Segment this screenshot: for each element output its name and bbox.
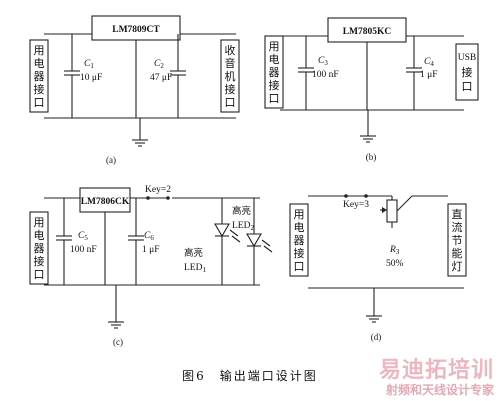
svg-text:口: 口 xyxy=(34,97,45,109)
svg-text:口: 口 xyxy=(269,93,280,105)
c2-value: 47 μF xyxy=(150,73,172,83)
figure-caption: 图6 输出端口设计图 xyxy=(182,369,318,383)
load-c-left-text: 用 电 器 接 口 xyxy=(34,217,45,281)
c2-label: C2 xyxy=(154,59,164,70)
svg-text:接: 接 xyxy=(34,255,45,268)
load-d-left-text: 用 电 器 接 口 xyxy=(294,209,305,273)
load-box-a-right xyxy=(220,39,240,113)
load-box-d-right xyxy=(447,203,467,277)
svg-text:接: 接 xyxy=(225,83,236,96)
svg-text:接: 接 xyxy=(462,66,473,79)
svg-text:机: 机 xyxy=(225,69,236,83)
c5-value: 100 nF xyxy=(70,245,97,255)
panel-d: Key=3 R3 50% 用 电 器 接 口 直 流 节 能 灯 (d) xyxy=(289,194,467,342)
key-2-label: Key=2 xyxy=(145,185,171,195)
panel-d-label: (d) xyxy=(371,332,382,342)
c4-value: 1 μF xyxy=(420,70,438,80)
svg-text:口: 口 xyxy=(462,81,473,93)
c4-label: C4 xyxy=(424,57,434,68)
usb-port-text: USB 接 口 xyxy=(458,53,476,93)
svg-text:用: 用 xyxy=(294,209,305,221)
svg-text:口: 口 xyxy=(225,97,236,109)
load-a-left-text: 用 电 器 接 口 xyxy=(34,45,45,109)
watermark-brand: 易迪拓培训 xyxy=(378,358,494,383)
led1-line1: 高亮 xyxy=(184,247,203,259)
svg-text:流: 流 xyxy=(452,220,463,234)
svg-text:USB: USB xyxy=(458,53,476,63)
c1-label: C1 xyxy=(84,59,94,70)
load-box-a-left xyxy=(29,39,49,113)
key-3-label: Key=3 xyxy=(343,200,369,210)
svg-text:器: 器 xyxy=(269,66,280,79)
svg-text:电: 电 xyxy=(34,57,45,70)
regulator-c-label: LM7806CK xyxy=(81,197,130,207)
panel-a: LM7809CT C1 10 μF C2 47 μF 用 电 器 接 口 收 音… xyxy=(29,15,240,165)
c3-label: C3 xyxy=(318,56,328,67)
svg-text:电: 电 xyxy=(34,229,45,242)
svg-text:接: 接 xyxy=(294,247,305,260)
load-d-right-text: 直 流 节 能 灯 xyxy=(452,207,463,273)
led2-label: LED2 xyxy=(232,221,254,232)
svg-text:节: 节 xyxy=(452,234,463,247)
c6-label: C6 xyxy=(144,231,154,242)
led2-symbol xyxy=(246,233,262,248)
svg-text:用: 用 xyxy=(34,217,45,229)
load-box-b-left xyxy=(264,35,284,109)
svg-text:口: 口 xyxy=(34,269,45,281)
load-a-right-text: 收 音 机 接 口 xyxy=(225,43,236,109)
svg-text:器: 器 xyxy=(34,242,45,255)
svg-text:用: 用 xyxy=(34,45,45,57)
load-box-d-left xyxy=(289,203,309,277)
load-box-c-left xyxy=(29,211,49,285)
panel-b: LM7805KC C3 100 nF C4 1 μF 用 电 器 接 口 USB… xyxy=(264,17,479,162)
load-b-left-text: 用 电 器 接 口 xyxy=(269,41,280,105)
r3-value: 50% xyxy=(386,259,404,269)
panel-b-label: (b) xyxy=(366,152,377,162)
led1-symbol xyxy=(214,223,230,238)
potentiometer-r3 xyxy=(386,199,398,223)
svg-text:用: 用 xyxy=(269,41,280,53)
svg-text:能: 能 xyxy=(452,246,463,260)
led2-line1: 高亮 xyxy=(232,205,251,217)
svg-text:灯: 灯 xyxy=(452,260,463,273)
svg-text:接: 接 xyxy=(34,83,45,96)
panel-c-label: (c) xyxy=(113,337,123,347)
regulator-a-label: LM7809CT xyxy=(112,25,160,35)
svg-text:器: 器 xyxy=(34,70,45,83)
regulator-b-label: LM7805KC xyxy=(343,27,392,37)
led1-label: LED1 xyxy=(184,263,206,274)
svg-text:电: 电 xyxy=(269,53,280,66)
panel-c: LM7806CK Key=2 C5 100 nF C6 1 μF 高亮 LED1 xyxy=(29,185,273,347)
svg-text:收: 收 xyxy=(225,43,236,57)
c5-label: C5 xyxy=(78,231,88,242)
watermark-tagline: 射频和天线设计专家 xyxy=(385,383,494,397)
c6-value: 1 μF xyxy=(142,245,160,255)
svg-text:电: 电 xyxy=(294,221,305,234)
usb-port-box xyxy=(455,43,479,101)
watermark: 易迪拓培训 射频和天线设计专家 xyxy=(378,358,494,398)
svg-text:器: 器 xyxy=(294,234,305,247)
svg-text:接: 接 xyxy=(269,79,280,92)
panel-a-label: (a) xyxy=(106,155,116,165)
svg-text:直: 直 xyxy=(452,207,463,221)
svg-text:口: 口 xyxy=(294,261,305,273)
c1-value: 10 μF xyxy=(80,73,102,83)
svg-text:音: 音 xyxy=(225,56,236,70)
regulator-lm7805kc xyxy=(327,17,407,43)
c3-value: 100 nF xyxy=(312,70,339,80)
r3-label: R3 xyxy=(389,245,400,256)
